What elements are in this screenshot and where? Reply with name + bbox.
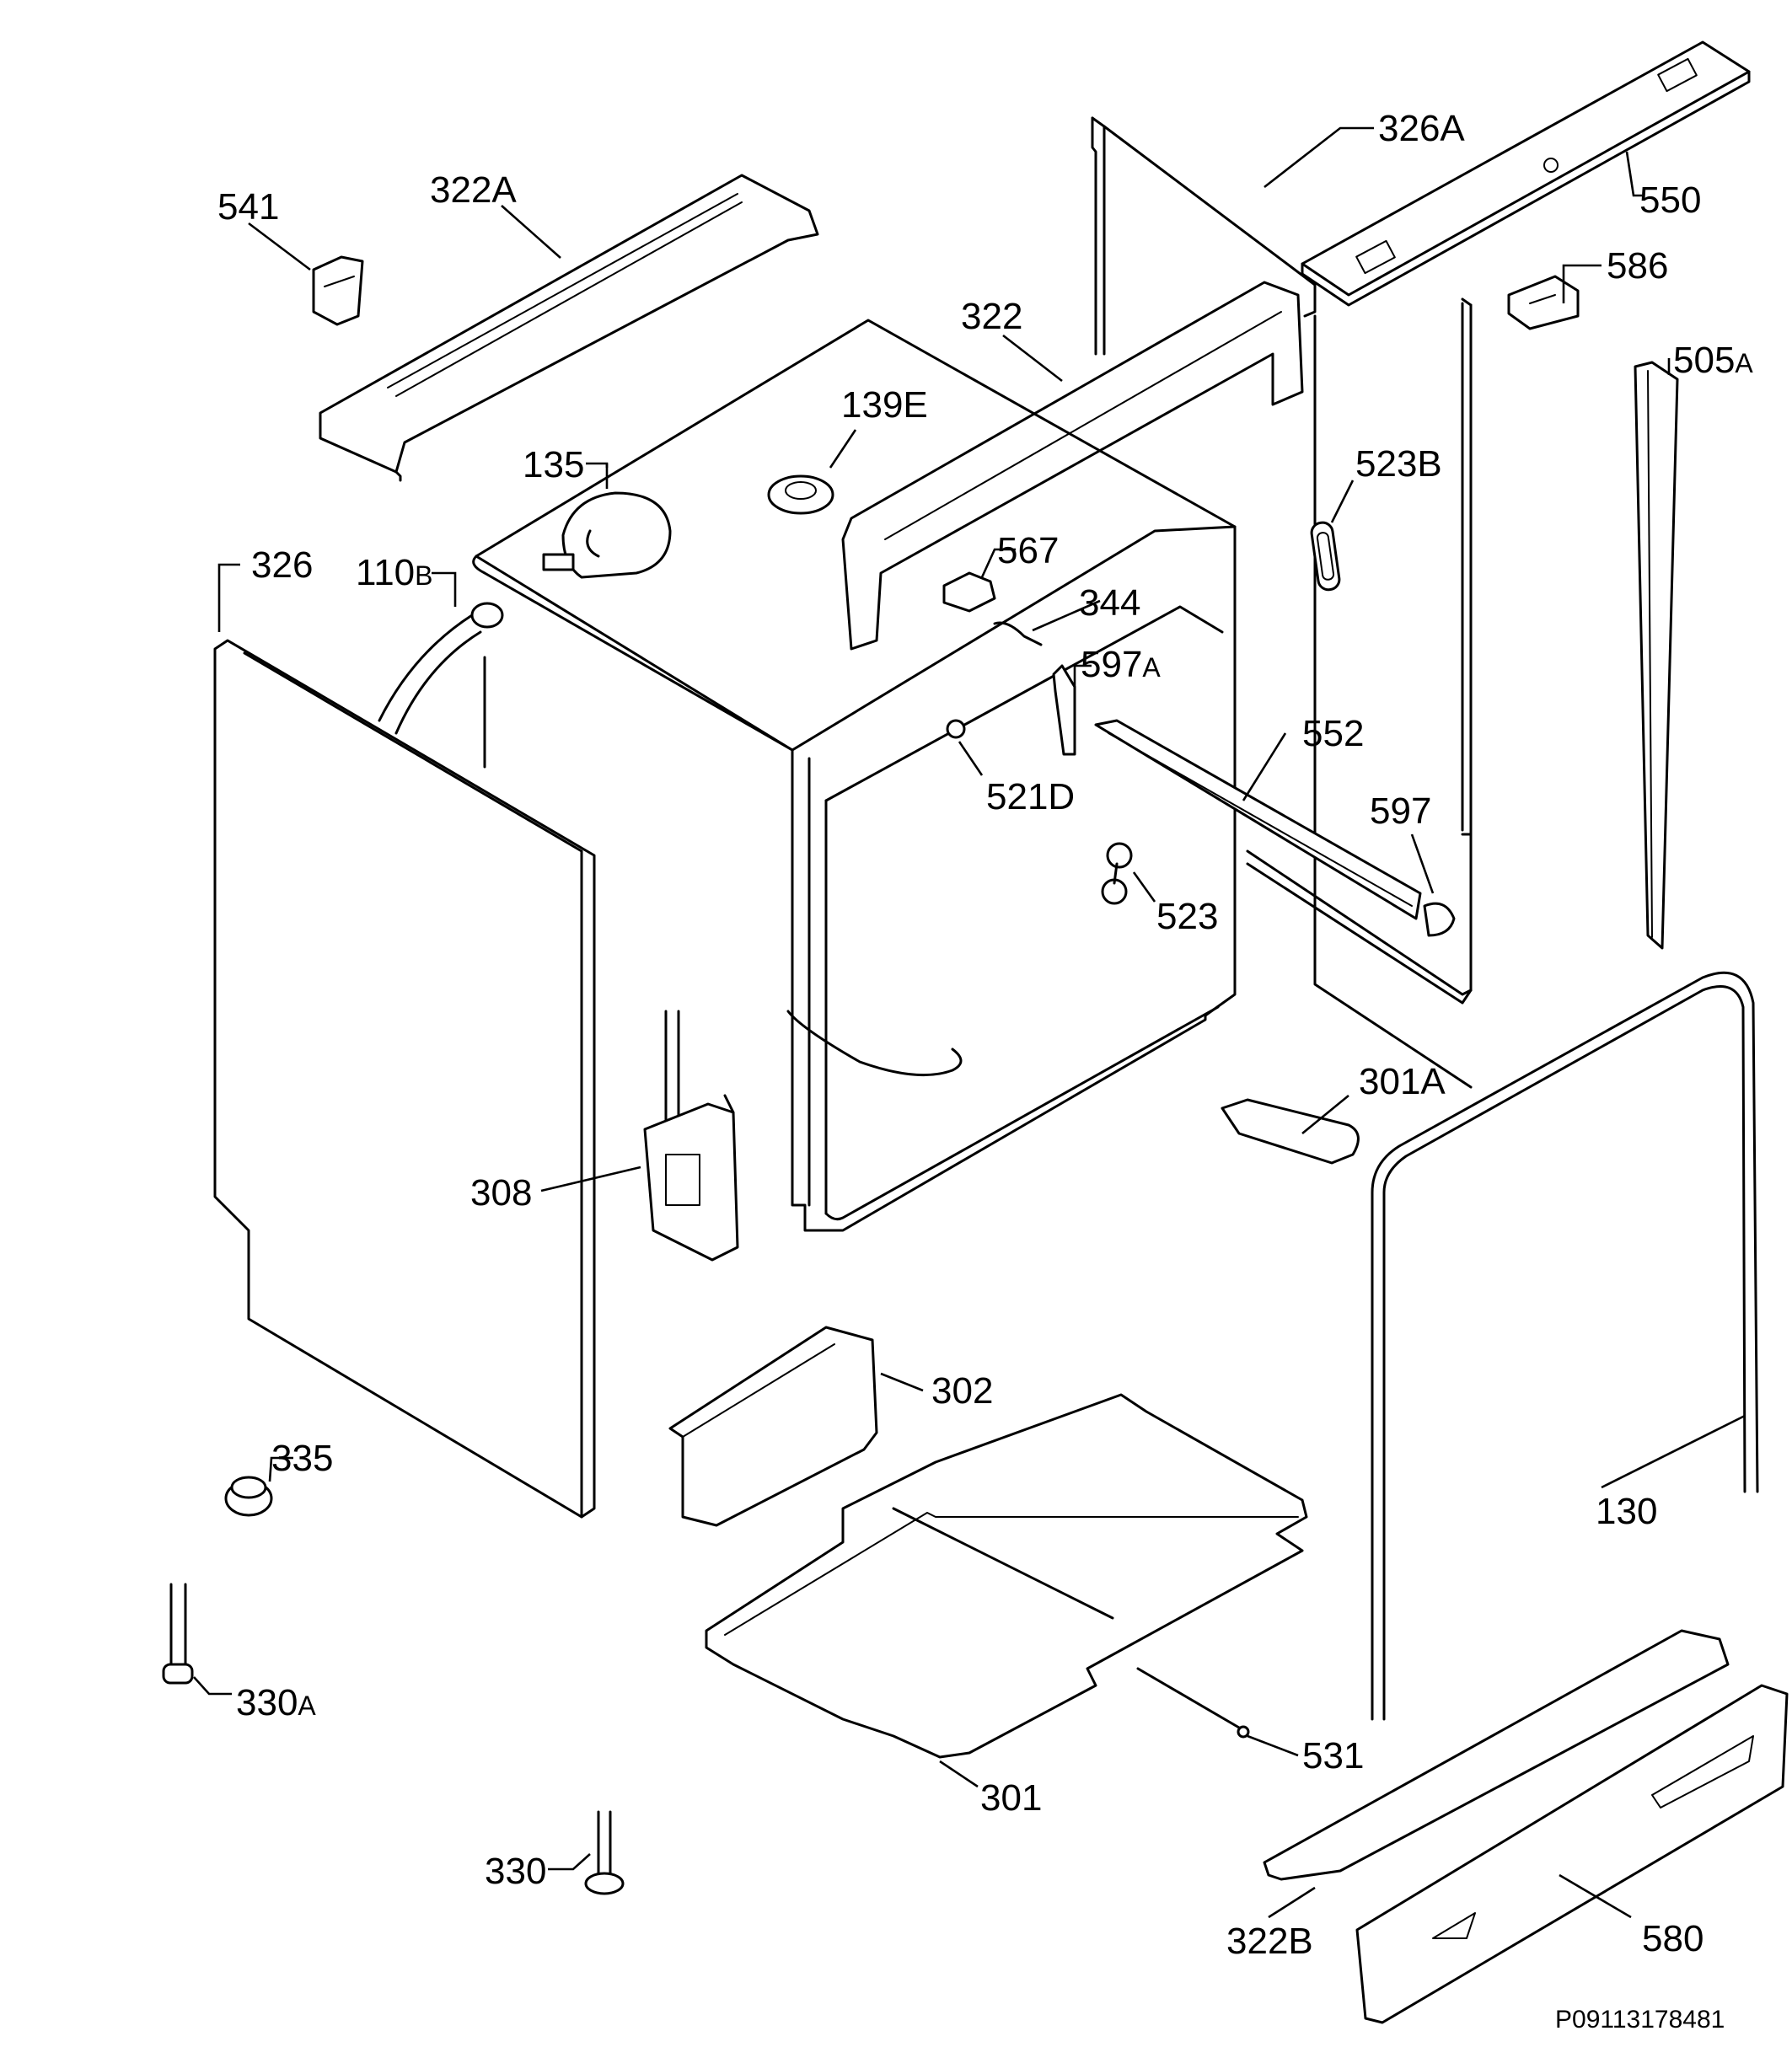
label-110B: 110B: [356, 552, 433, 593]
part-322B-rail: [1263, 1629, 1730, 1881]
label-330A: 330A: [236, 1682, 316, 1723]
label-344: 344: [1079, 582, 1140, 624]
label-302: 302: [931, 1370, 993, 1412]
label-541: 541: [217, 186, 279, 228]
part-523-roller: [1101, 842, 1133, 905]
label-552: 552: [1302, 713, 1364, 754]
part-552-rail: [1094, 719, 1422, 920]
label-335: 335: [271, 1438, 333, 1479]
label-301: 301: [980, 1777, 1042, 1819]
part-335: [224, 1476, 273, 1517]
leader-lines: [193, 126, 1746, 1919]
part-301-base: [705, 1393, 1308, 1759]
label-330A-number: 330: [236, 1682, 298, 1723]
part-505A-strip: [1634, 361, 1679, 950]
label-110B-number: 110: [356, 552, 415, 593]
label-586: 586: [1607, 245, 1668, 287]
label-580: 580: [1642, 1918, 1703, 1959]
part-597A: [1052, 664, 1076, 756]
label-505A: 505A: [1673, 340, 1753, 381]
label-597A-number: 597: [1081, 644, 1142, 685]
part-110B-hose: [378, 602, 504, 769]
label-301A: 301A: [1359, 1061, 1446, 1102]
part-302-panel: [668, 1326, 878, 1527]
part-521D: [946, 719, 966, 739]
part-326-side-panel: [213, 639, 596, 1519]
label-330A-suffix: A: [298, 1691, 316, 1721]
part-330-screw: [584, 1810, 625, 1895]
label-130: 130: [1596, 1491, 1657, 1532]
part-523B: [1310, 521, 1341, 592]
part-130-seal: [1371, 971, 1759, 1721]
part-531-rod: [1136, 1667, 1250, 1739]
part-tub: [472, 319, 1237, 1232]
label-322: 322: [961, 296, 1022, 337]
label-597A-suffix: A: [1142, 652, 1161, 683]
part-326A-side-panel: [1091, 116, 1473, 1089]
label-567: 567: [997, 530, 1059, 571]
label-523: 523: [1156, 896, 1218, 937]
part-labels: 326A 550 541 322A 586 322 505A 139E 135 …: [217, 108, 1753, 1962]
label-139E: 139E: [841, 384, 928, 426]
label-505A-number: 505: [1673, 340, 1735, 381]
label-523B: 523B: [1355, 443, 1442, 485]
part-301A: [1221, 1098, 1360, 1165]
label-597: 597: [1370, 790, 1431, 832]
part-344-bracket: [993, 621, 1043, 646]
label-550: 550: [1639, 180, 1701, 221]
part-308-hinge: [643, 1010, 739, 1262]
diagram-code: P09113178481: [1555, 2006, 1725, 2034]
label-308: 308: [470, 1172, 532, 1214]
label-531: 531: [1302, 1735, 1364, 1776]
label-135: 135: [523, 444, 584, 485]
label-597A: 597A: [1081, 644, 1161, 685]
part-586-clip: [1507, 275, 1580, 330]
label-330: 330: [485, 1851, 546, 1892]
label-505A-suffix: A: [1735, 348, 1753, 378]
part-139E: [767, 474, 834, 515]
part-322A-rail: [319, 174, 819, 482]
part-322-frame: [841, 281, 1304, 651]
label-521D: 521D: [986, 776, 1075, 817]
label-322B: 322B: [1226, 1921, 1313, 1962]
part-597: [1423, 902, 1456, 937]
part-567-clip: [942, 571, 996, 613]
label-322A: 322A: [430, 169, 517, 211]
label-326A: 326A: [1378, 108, 1465, 149]
part-330A-screw: [162, 1583, 194, 1685]
label-110B-suffix: B: [415, 560, 432, 591]
part-580-base-plate: [1355, 1684, 1789, 2024]
part-550-top-rail: [1301, 40, 1751, 307]
part-541-clip: [312, 255, 364, 326]
label-326: 326: [251, 544, 313, 586]
part-135-cap: [542, 491, 672, 579]
